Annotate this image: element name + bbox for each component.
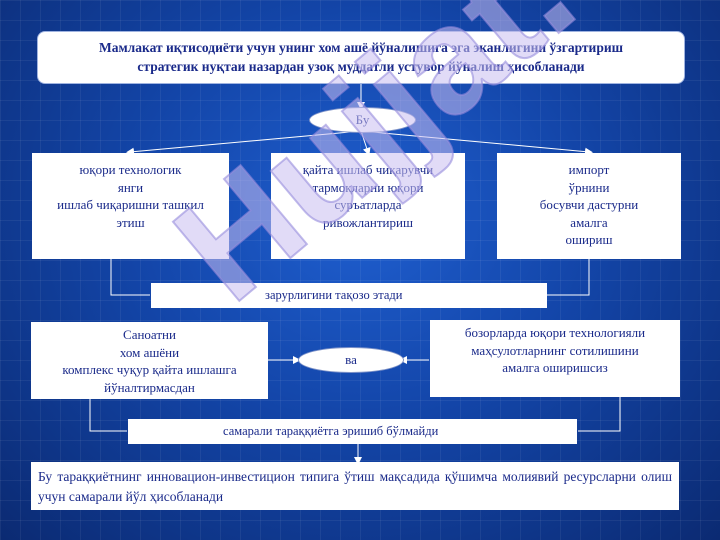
necessity-bar: зарурлигини тақозо этади bbox=[151, 283, 547, 308]
title-box: Мамлакат иқтисодиёти учун унинг хом ашё … bbox=[37, 31, 685, 84]
conclusion-text: Бу тараққиётнинг инновацион-инвестицион … bbox=[38, 469, 672, 505]
arrow-bu-to-block3 bbox=[360, 130, 593, 156]
block5-line: амалга оширишсиз bbox=[502, 360, 608, 376]
block1-line: янги bbox=[117, 179, 144, 195]
va-label: ва bbox=[345, 352, 357, 367]
block3-line: амалга bbox=[570, 214, 608, 230]
title-text: Мамлакат иқтисодиёти учун унинг хом ашё … bbox=[98, 40, 624, 74]
bar1-text: зарурлигини тақозо этади bbox=[265, 288, 403, 303]
development-bar: самарали тараққиётга эришиб бўлмайди bbox=[128, 419, 577, 444]
block-processing: қайта ишлаб чиқарувчи тармоқларни юқори … bbox=[271, 153, 465, 259]
block-import-substitution: импорт ўрнини босувчи дастурни амалга ош… bbox=[497, 153, 681, 259]
block2-line: тармоқларни юқори bbox=[312, 179, 424, 195]
block3-line: босувчи дастурни bbox=[539, 197, 639, 213]
block5-line: бозорларда юқори технологияли bbox=[464, 325, 646, 340]
block3-line: ўрнини bbox=[568, 179, 610, 195]
block4-line: Саноатни bbox=[123, 327, 176, 342]
bar2-text: самарали тараққиётга эришиб бўлмайди bbox=[223, 424, 439, 439]
block4-line: йўналтирмасдан bbox=[104, 379, 195, 395]
arrow-bu-to-block2 bbox=[360, 130, 371, 156]
bu-ellipse: Бу bbox=[309, 107, 416, 133]
line-block1-to-bar1 bbox=[110, 259, 150, 296]
conclusion-box: Бу тараққиётнинг инновацион-инвестицион … bbox=[31, 462, 679, 510]
block-markets: бозорларда юқори технологияли маҳсулотла… bbox=[430, 320, 680, 397]
va-ellipse: ва bbox=[298, 347, 404, 373]
block5-line: маҳсулотларнинг сотилишини bbox=[471, 342, 639, 358]
block3-line: ошириш bbox=[565, 232, 613, 248]
block1-line: этиш bbox=[116, 214, 145, 230]
block2-line: суръатларда bbox=[334, 197, 402, 213]
block1-line: юқори технологик bbox=[79, 162, 182, 177]
block-industry: Саноатни хом ашёни комплекс чуқур қайта … bbox=[31, 322, 268, 399]
line-block3-to-bar1 bbox=[547, 259, 590, 296]
line-block5-to-bar2 bbox=[578, 397, 621, 432]
bu-label: Бу bbox=[355, 112, 370, 127]
block2-line: ривожлантириш bbox=[323, 214, 413, 230]
block2-line: қайта ишлаб чиқарувчи bbox=[302, 162, 434, 177]
block3-line: импорт bbox=[568, 162, 610, 177]
arrow-bu-to-block1 bbox=[126, 130, 362, 156]
block-high-tech: юқори технологик янги ишлаб чиқаришни та… bbox=[32, 153, 229, 259]
block1-line: ишлаб чиқаришни ташкил bbox=[57, 197, 204, 213]
block4-line: хом ашёни bbox=[119, 344, 180, 360]
block4-line: комплекс чуқур қайта ишлашга bbox=[62, 362, 237, 378]
line-block4-to-bar2 bbox=[89, 399, 127, 432]
